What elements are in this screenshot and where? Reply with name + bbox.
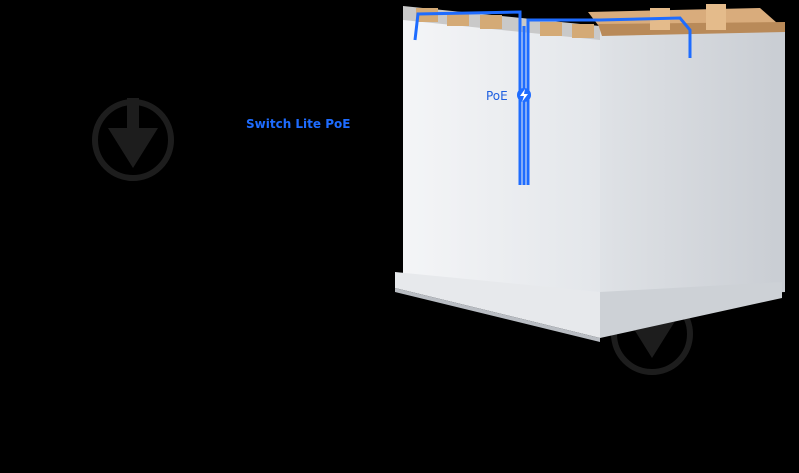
wall-structure [395, 4, 785, 342]
poe-marker [517, 88, 531, 102]
lightning-icon [520, 89, 528, 102]
download-watermark-icon [92, 98, 174, 181]
poe-label: PoE [486, 89, 508, 103]
switch-lite-poe-label: Switch Lite PoE [246, 117, 351, 131]
